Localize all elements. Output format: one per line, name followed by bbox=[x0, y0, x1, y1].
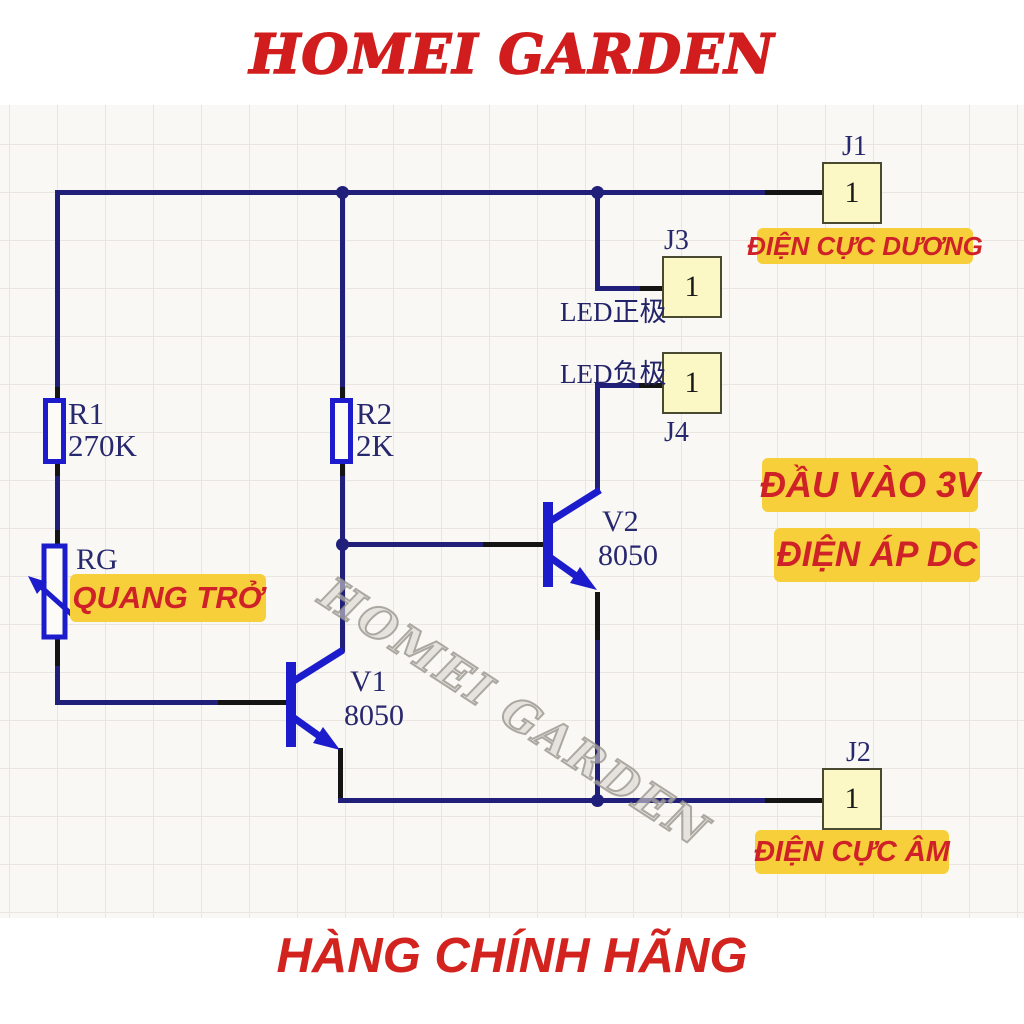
j4-connector-box: 1 bbox=[662, 352, 722, 414]
pin-j3 bbox=[640, 286, 662, 291]
wire-left-vertical-middle bbox=[55, 476, 60, 532]
r1-value-label: 270K bbox=[68, 428, 137, 463]
j2-pin-number: 1 bbox=[844, 782, 860, 815]
j1-ref-label: J1 bbox=[842, 131, 867, 162]
j1-pin-number: 1 bbox=[844, 176, 860, 209]
pin-j1 bbox=[765, 190, 822, 195]
j4-ref-label: J4 bbox=[664, 417, 689, 448]
pin-j2 bbox=[765, 798, 822, 803]
pin-v1-emitter bbox=[338, 748, 343, 802]
wire-r2-branch-lower bbox=[340, 476, 345, 652]
junction-dot bbox=[336, 538, 349, 551]
wire-bottom-left-horizontal bbox=[55, 700, 218, 705]
wire-v2-collector-vertical bbox=[595, 388, 600, 492]
pin-r2-top bbox=[340, 387, 345, 400]
wire-v2-emitter-vertical bbox=[595, 640, 600, 800]
v1-value-label: 8050 bbox=[344, 699, 404, 732]
resistor-r1-symbol bbox=[43, 398, 66, 464]
wire-j4-horizontal bbox=[595, 383, 639, 388]
j1-annotation-badge: ĐIỆN CỰC DƯƠNG bbox=[747, 228, 983, 264]
pin-v2-base bbox=[483, 542, 544, 547]
r2-value-label: 2K bbox=[356, 428, 394, 463]
wire-bottom-rail bbox=[338, 798, 765, 803]
j3-net-label: LED正极 bbox=[560, 297, 667, 327]
pin-rg-bottom bbox=[55, 636, 60, 668]
j3-connector-box: 1 bbox=[662, 256, 722, 318]
j1-connector-box: 1 bbox=[822, 162, 882, 224]
j4-pin-number: 1 bbox=[684, 366, 700, 399]
junction-dot bbox=[336, 186, 349, 199]
resistor-r2-symbol bbox=[330, 398, 353, 464]
pin-v2-emitter bbox=[595, 592, 600, 642]
pin-j4 bbox=[639, 383, 662, 388]
note-input-badge: ĐẦU VÀO 3V bbox=[760, 458, 980, 512]
pin-v1-base bbox=[218, 700, 287, 705]
brand-tagline: HÀNG CHÍNH HÃNG bbox=[276, 929, 748, 983]
r2-ref-label: R2 bbox=[356, 396, 393, 431]
j4-net-label: LED负极 bbox=[560, 359, 667, 389]
wire-left-vertical-lower bbox=[55, 666, 60, 705]
transistor-v1-symbol bbox=[286, 647, 345, 750]
j3-ref-label: J3 bbox=[664, 225, 689, 256]
j2-annotation-badge: ĐIỆN CỰC ÂM bbox=[754, 830, 950, 874]
r1-ref-label: R1 bbox=[68, 396, 105, 431]
j2-connector-box: 1 bbox=[822, 768, 882, 830]
wire-j3-vertical bbox=[595, 190, 600, 290]
pin-r1-bottom bbox=[55, 462, 60, 478]
j2-ref-label: J2 bbox=[846, 737, 871, 768]
rg-ref-label: RG bbox=[76, 543, 118, 576]
pin-r1-top bbox=[55, 387, 60, 400]
v2-ref-label: V2 bbox=[602, 505, 639, 538]
transistor-v2-symbol bbox=[543, 487, 602, 590]
wire-v2-base bbox=[340, 542, 483, 547]
wire-j3-horizontal bbox=[595, 286, 640, 291]
j3-pin-number: 1 bbox=[684, 270, 700, 303]
junction-dot bbox=[591, 794, 604, 807]
wire-left-vertical-upper bbox=[55, 190, 60, 387]
brand-title: HOMEI GARDEN bbox=[249, 21, 775, 87]
junction-dot bbox=[591, 186, 604, 199]
pin-r2-bottom bbox=[340, 462, 345, 478]
wire-r2-branch-upper bbox=[340, 190, 345, 387]
note-voltage-badge: ĐIỆN ÁP DC bbox=[774, 528, 980, 582]
rg-annotation-badge: QUANG TRỞ bbox=[70, 574, 266, 622]
v1-ref-label: V1 bbox=[350, 665, 387, 698]
wire-top-rail bbox=[55, 190, 765, 195]
pin-rg-top bbox=[55, 530, 60, 547]
v2-value-label: 8050 bbox=[598, 539, 658, 572]
